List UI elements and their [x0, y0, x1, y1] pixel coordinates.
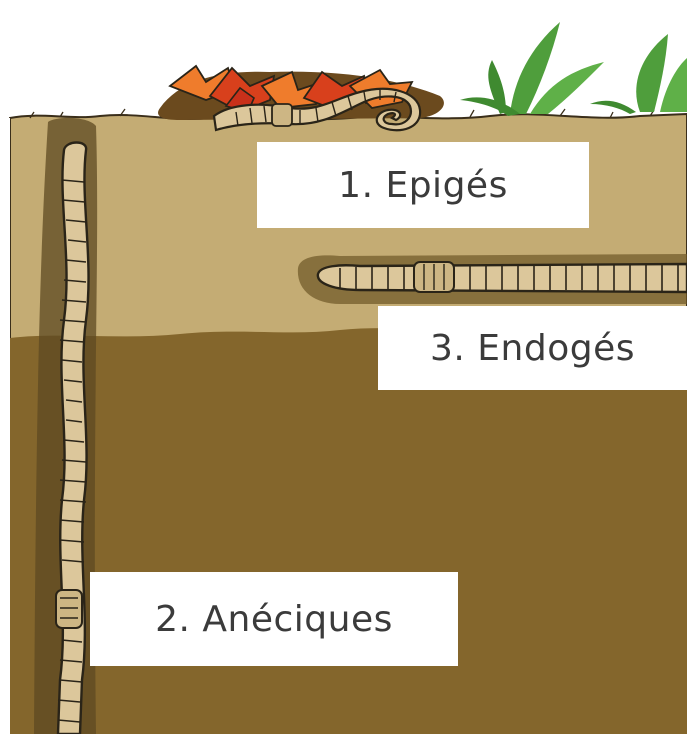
- label-endoges: 3. Endogés: [378, 306, 687, 390]
- label-epiges: 1. Epigés: [257, 142, 589, 228]
- label-epiges-text: 1. Epigés: [338, 165, 508, 206]
- label-endoges-text: 3. Endogés: [430, 328, 635, 369]
- label-aneciques-text: 2. Anéciques: [155, 599, 393, 640]
- left-margin: [0, 118, 10, 734]
- label-aneciques: 2. Anéciques: [90, 572, 458, 666]
- endogeic-worm-icon: [318, 262, 687, 292]
